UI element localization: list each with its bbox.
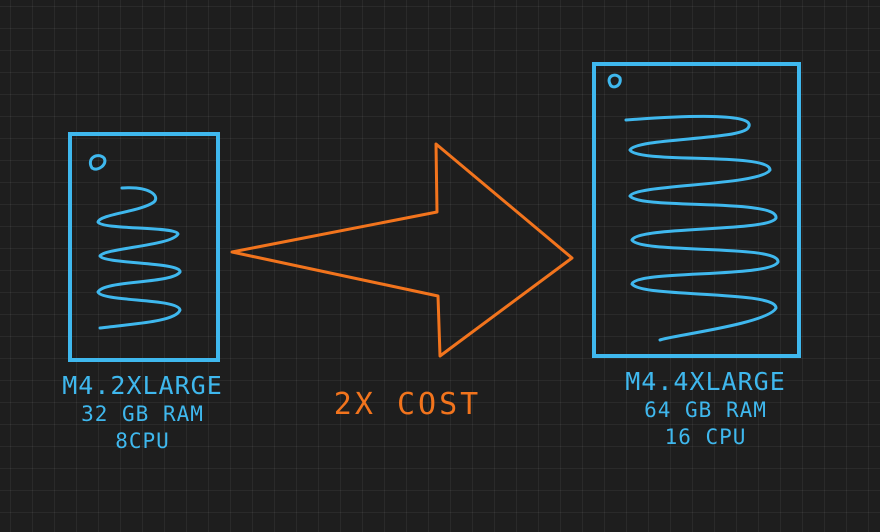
large-instance-cpu: 16 CPU — [664, 424, 747, 449]
small-instance-name: M4.2XLARGE — [62, 371, 223, 400]
large-instance-specs: M4.4XLARGE 64 GB RAM 16 CPU — [593, 366, 818, 450]
small-instance-scribble — [96, 186, 182, 330]
large-instance-scribble — [624, 114, 780, 342]
large-instance-box — [592, 62, 801, 358]
cost-label: 2X COST — [333, 387, 482, 422]
large-instance-ram: 64 GB RAM — [644, 398, 767, 423]
large-instance-indicator-icon — [607, 73, 622, 89]
large-instance-outline — [592, 62, 801, 358]
small-instance-cpu: 8CPU — [115, 428, 170, 453]
small-instance-box — [68, 132, 220, 362]
large-instance-name: M4.4XLARGE — [625, 367, 786, 396]
scale-up-arrow — [230, 142, 574, 358]
small-instance-outline — [68, 132, 220, 362]
small-instance-indicator-icon — [89, 154, 107, 171]
small-instance-specs: M4.2XLARGE 32 GB RAM 8CPU — [30, 370, 255, 454]
small-instance-ram: 32 GB RAM — [81, 402, 204, 427]
